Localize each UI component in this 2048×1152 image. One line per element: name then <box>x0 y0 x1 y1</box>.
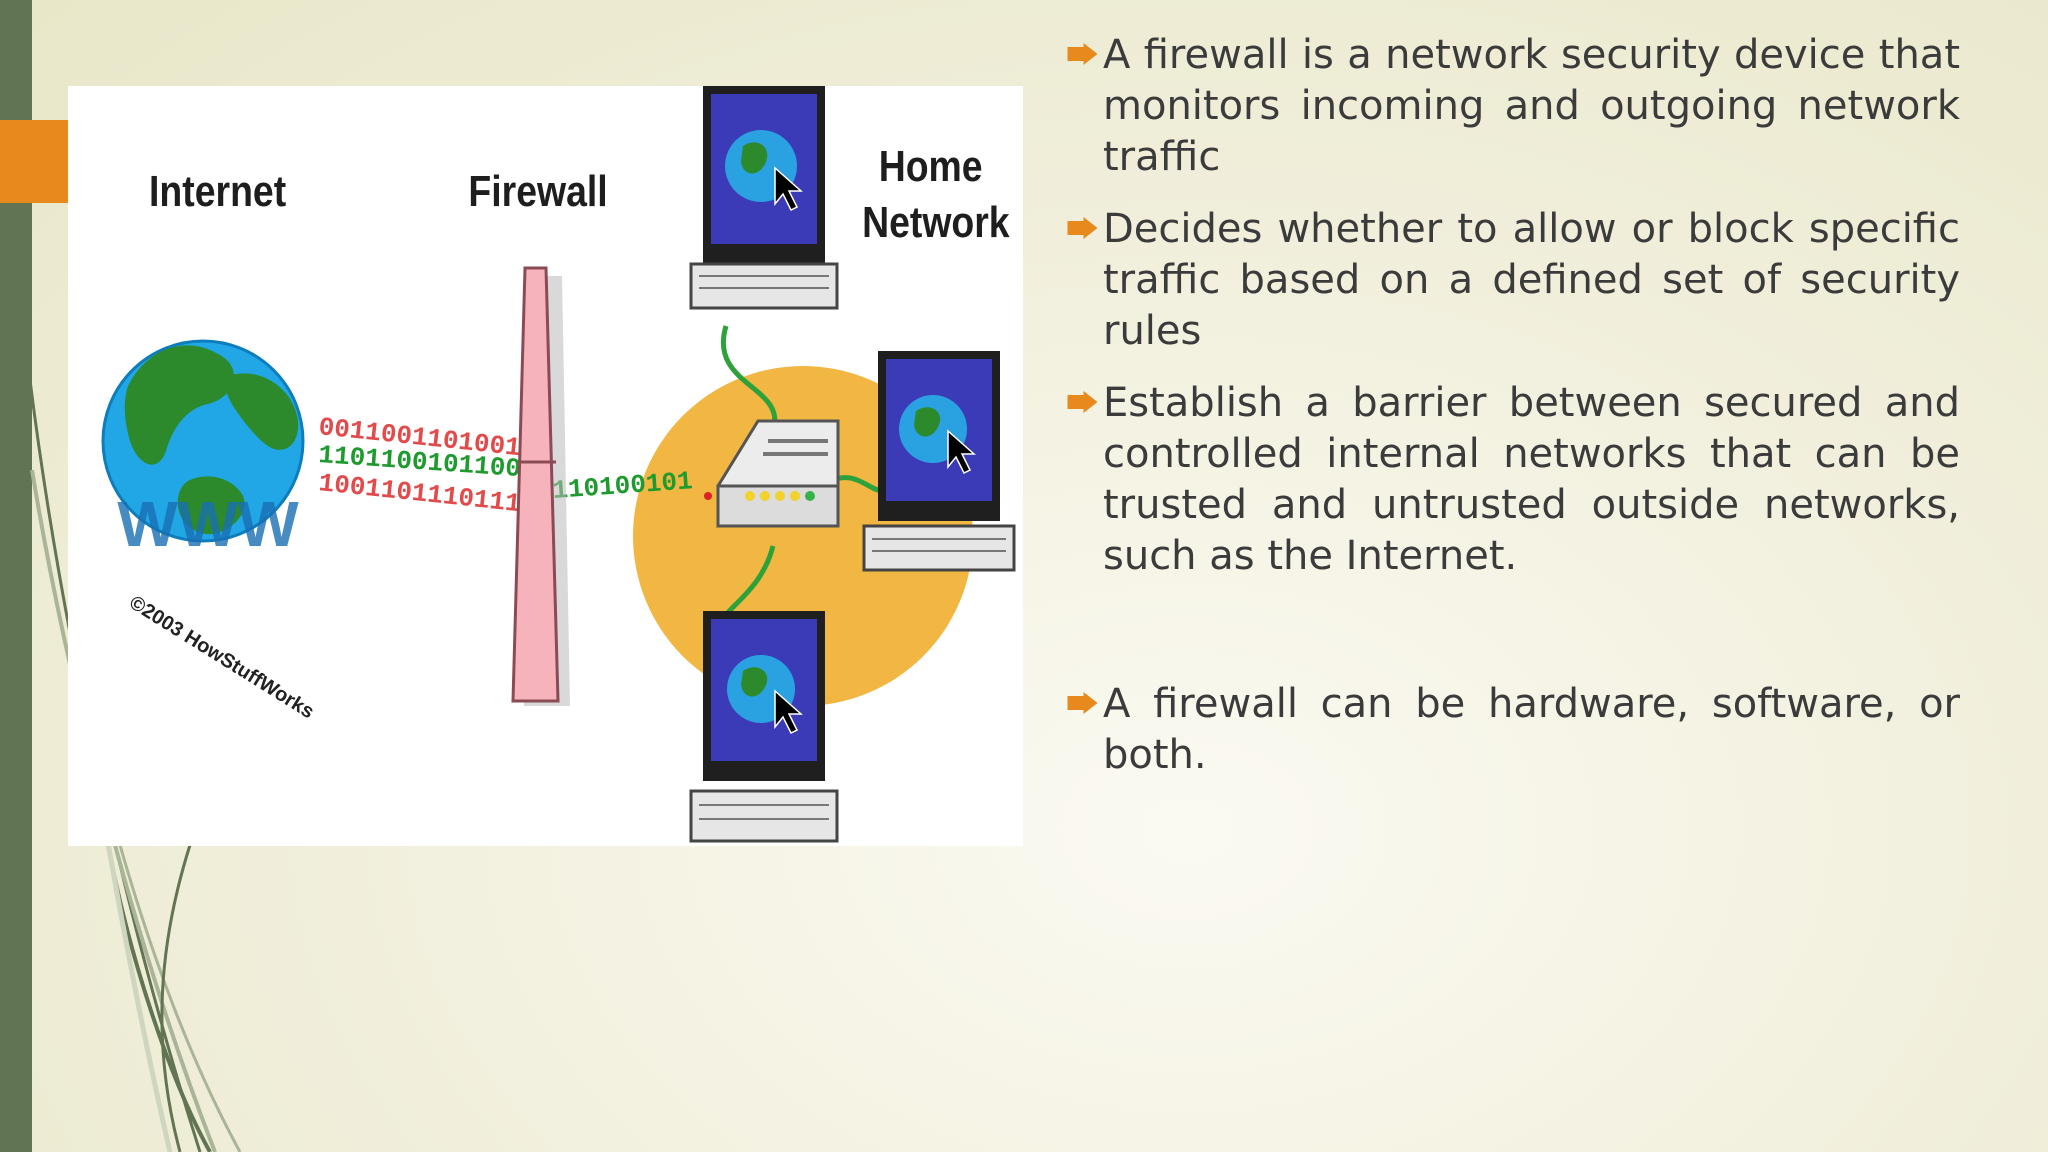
computer-right-icon <box>862 351 1016 572</box>
bullet-text: A firewall is a network security device … <box>1103 32 1960 180</box>
bullet-text: Establish a barrier between secured and … <box>1103 380 1960 579</box>
arrow-bullet-icon <box>1067 217 1098 239</box>
firewall-tower-icon <box>511 266 570 706</box>
bullet-text: A firewall can be hardware, software, or… <box>1103 681 1960 778</box>
accent-tab <box>0 120 70 203</box>
home-network-label: Home Network <box>862 141 1010 247</box>
copyright-text: ©2003 HowStuffWorks <box>125 592 318 724</box>
arrow-bullet-icon <box>1067 692 1098 714</box>
bullet-item: Decides whether to allow or block specif… <box>1062 204 1960 357</box>
firewall-label: Firewall <box>468 166 607 216</box>
router-icon <box>704 419 840 528</box>
bullet-item: Establish a barrier between secured and … <box>1062 378 1960 582</box>
www-text: WWW <box>117 488 299 560</box>
computer-bottom-icon <box>689 611 839 843</box>
firewall-diagram-image: Internet Firewall Home Network WWW ©2003… <box>68 86 1023 846</box>
internet-label: Internet <box>149 166 286 216</box>
arrow-bullet-icon <box>1067 391 1098 413</box>
computer-top-icon <box>689 86 839 310</box>
bullet-item: A firewall is a network security device … <box>1062 30 1960 183</box>
bullet-text: Decides whether to allow or block specif… <box>1103 206 1960 354</box>
bullet-item: A firewall can be hardware, software, or… <box>1062 679 1960 781</box>
arrow-bullet-icon <box>1067 43 1098 65</box>
globe-icon: WWW <box>101 339 305 560</box>
bullet-list: A firewall is a network security device … <box>1062 30 1960 802</box>
